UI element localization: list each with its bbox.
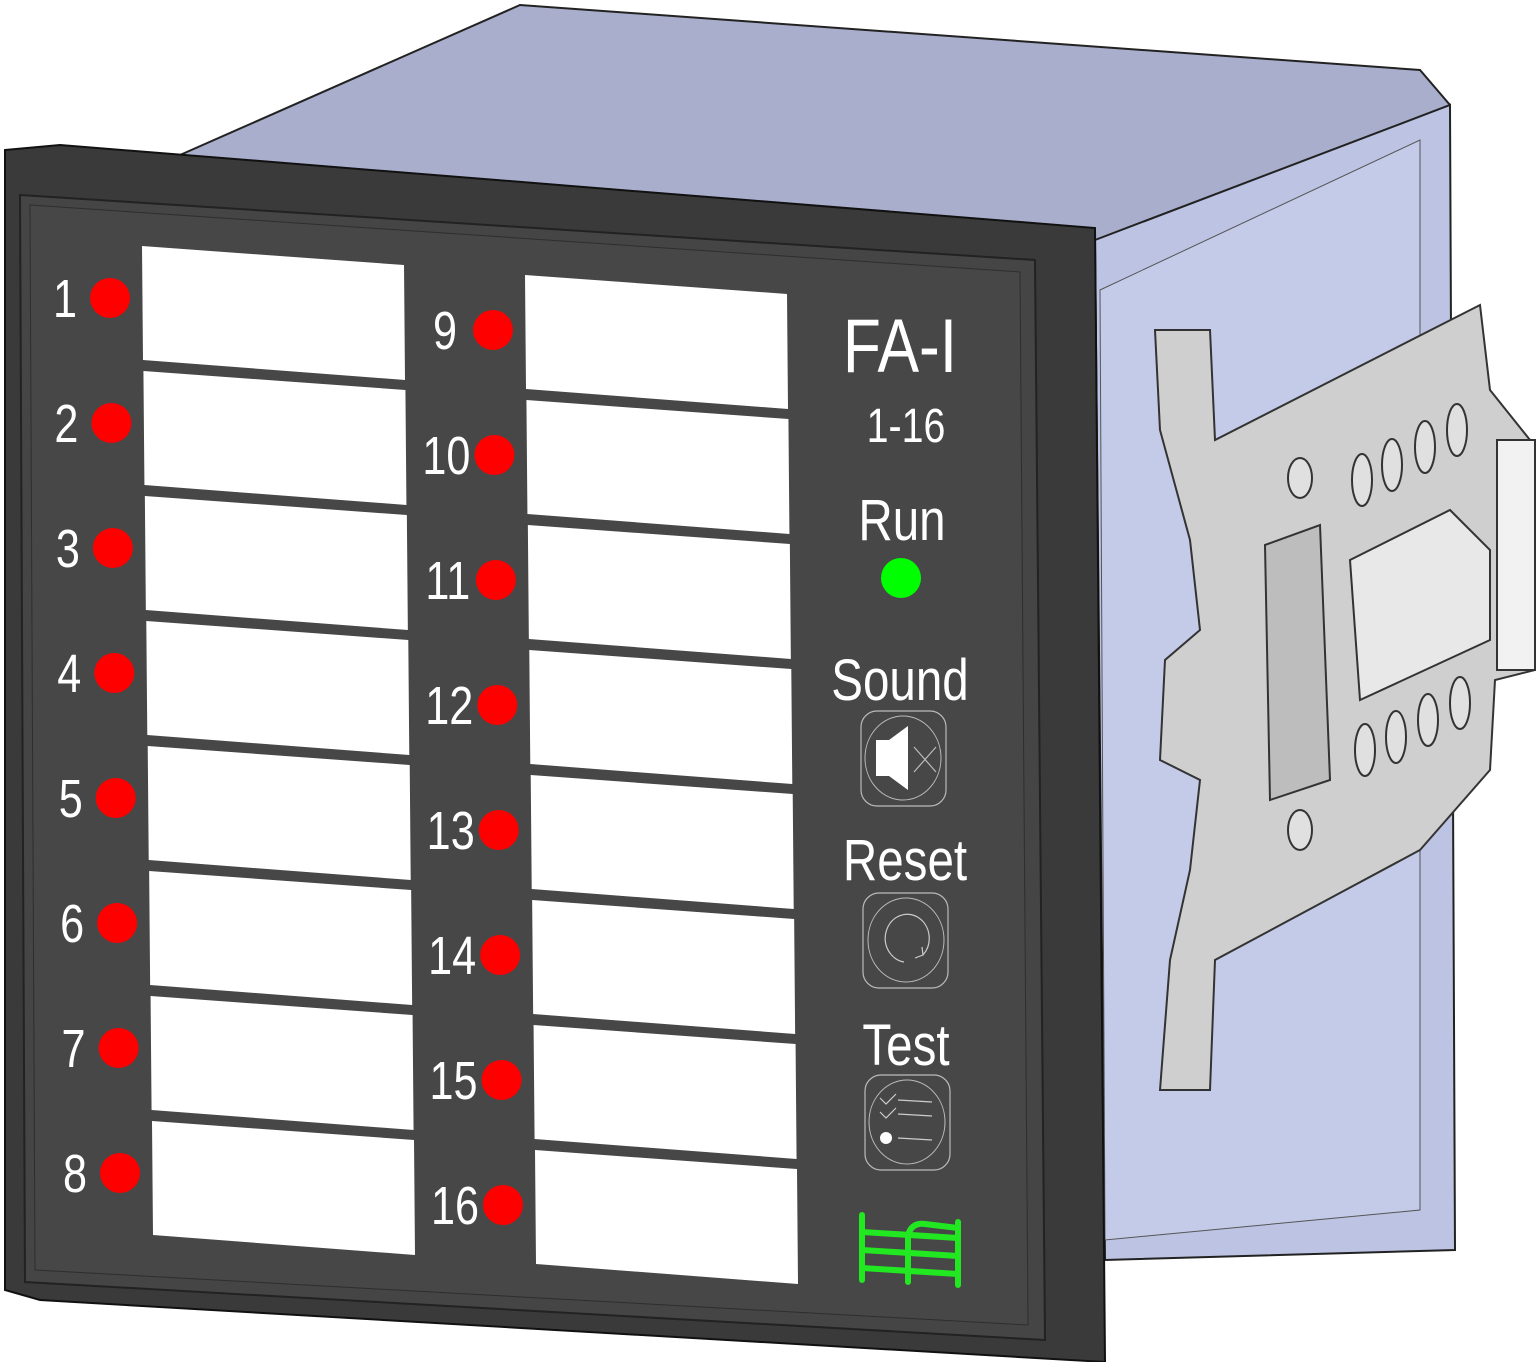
channel-label-window — [146, 621, 410, 755]
channel-number: 8 — [63, 1145, 87, 1205]
channel-number: 4 — [57, 645, 81, 705]
alarm-led — [475, 560, 516, 600]
channel-number: 14 — [428, 927, 476, 987]
alarm-led — [100, 1153, 140, 1193]
channel-label-window — [526, 400, 790, 534]
alarm-led — [474, 435, 515, 475]
channel-number: 7 — [62, 1020, 86, 1080]
channel-15: 15 — [430, 1025, 797, 1159]
channel-2: 2 — [54, 371, 407, 505]
run-label: Run — [858, 489, 945, 554]
alarm-led — [92, 528, 133, 568]
alarm-led — [477, 685, 518, 725]
speaker-mute-icon — [876, 726, 937, 790]
reset-button[interactable] — [862, 892, 949, 989]
channel-label-window — [525, 275, 788, 409]
channel-number: 2 — [54, 395, 78, 455]
channel-number: 9 — [433, 302, 457, 362]
channel-label-window — [152, 1121, 415, 1255]
channel-11: 11 — [425, 525, 791, 659]
channel-label-window — [529, 650, 793, 784]
channel-4: 4 — [57, 621, 410, 755]
channel-number: 13 — [427, 802, 475, 862]
channel-label-window — [142, 246, 405, 380]
channel-label-window — [535, 1150, 798, 1284]
channel-14: 14 — [428, 900, 796, 1034]
channel-number: 12 — [425, 677, 473, 737]
channel-10: 10 — [422, 400, 790, 534]
alarm-led — [473, 310, 513, 350]
channel-13: 13 — [427, 775, 794, 909]
channel-label-window — [144, 496, 408, 630]
channel-16: 16 — [431, 1150, 798, 1284]
channel-label-window — [143, 371, 407, 505]
alarm-led — [97, 903, 138, 943]
range-label: 1-16 — [867, 399, 946, 453]
brand-logo — [859, 1212, 961, 1288]
channel-number: 1 — [53, 270, 77, 330]
channel-number: 5 — [59, 770, 83, 830]
sound-label: Sound — [831, 649, 968, 714]
channel-label-window — [527, 525, 791, 659]
channel-8: 8 — [63, 1121, 415, 1255]
channel-9: 9 — [433, 275, 788, 409]
channel-label-window — [532, 900, 796, 1034]
alarm-led — [94, 653, 135, 693]
alarm-led — [483, 1185, 523, 1225]
sound-mute-button[interactable] — [860, 710, 947, 807]
channel-5: 5 — [59, 746, 411, 880]
reset-arrow-icon — [884, 913, 930, 963]
channel-1: 1 — [53, 246, 405, 380]
alarm-led — [480, 935, 521, 975]
channel-number: 3 — [56, 520, 80, 580]
alarm-led — [481, 1060, 522, 1100]
channel-label-window — [533, 1025, 797, 1159]
channel-7: 7 — [62, 996, 414, 1130]
channel-label-window — [149, 871, 413, 1005]
channel-label-window — [150, 996, 414, 1130]
test-button[interactable] — [864, 1074, 951, 1171]
din-rail-clip — [1153, 303, 1537, 1091]
channel-number: 10 — [422, 427, 470, 487]
alarm-led — [98, 1028, 139, 1068]
channel-label-window — [530, 775, 794, 909]
channel-6: 6 — [60, 871, 413, 1005]
checklist-icon — [879, 1093, 933, 1144]
reset-label: Reset — [843, 829, 967, 894]
alarm-led — [478, 810, 519, 850]
channel-12: 12 — [425, 650, 793, 784]
test-label: Test — [862, 1014, 949, 1079]
alarm-led — [91, 403, 132, 443]
channel-number: 6 — [60, 895, 84, 955]
channel-number: 11 — [425, 552, 470, 612]
run-led — [881, 558, 921, 598]
channel-number: 16 — [431, 1177, 479, 1237]
status-panel: FA-I 1-16 Run Sound Reset Test — [831, 303, 969, 1288]
channel-label-window — [147, 746, 411, 880]
alarm-led — [95, 778, 136, 818]
channel-number: 15 — [430, 1052, 478, 1112]
channel-3: 3 — [56, 496, 408, 630]
alarm-led — [90, 278, 130, 318]
model-label: FA-I — [843, 303, 957, 388]
